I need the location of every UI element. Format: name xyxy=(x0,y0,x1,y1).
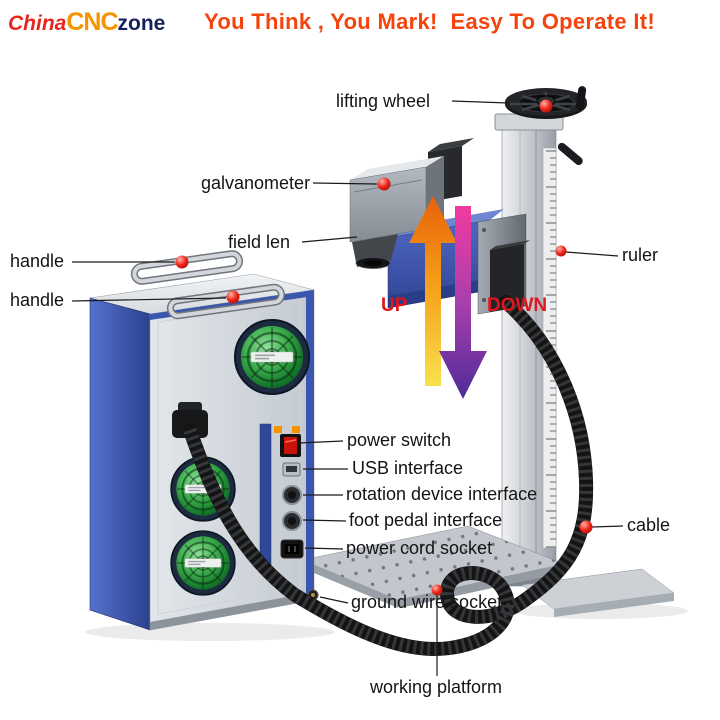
leader-ruler xyxy=(565,251,619,257)
label-handle-top: handle xyxy=(10,251,65,271)
dot-cable xyxy=(579,520,593,534)
foot-pedal-port xyxy=(282,511,302,531)
galvanometer-head xyxy=(349,138,474,243)
label-cable: cable xyxy=(627,515,671,535)
annotation-dots xyxy=(175,99,593,596)
leader-lines xyxy=(71,100,624,676)
warning-sticker xyxy=(274,426,282,433)
label-power-switch: power switch xyxy=(347,430,452,450)
leader-power-cord xyxy=(304,547,344,550)
column-bracket xyxy=(477,213,530,315)
dot-lifting-wheel xyxy=(539,99,553,113)
label-handle-bottom: handle xyxy=(10,290,65,310)
leader-field-len xyxy=(301,236,358,243)
leader-handle-bottom xyxy=(71,297,227,302)
brand-logo-cnc: CNC xyxy=(66,8,118,36)
power-cord-socket-port xyxy=(280,539,304,559)
machine-cable xyxy=(183,295,594,656)
dot-handle-bottom xyxy=(226,290,240,304)
down-arrow xyxy=(439,206,487,399)
field-lens xyxy=(352,234,398,269)
usb-interface-port xyxy=(282,462,301,477)
leader-galvanometer xyxy=(312,182,378,185)
handle-top-rear xyxy=(130,250,243,285)
dot-working-platform xyxy=(431,584,443,596)
handle-top-front xyxy=(166,283,285,320)
connector-panel xyxy=(259,423,304,571)
label-ground-wire-socket: ground wire socket xyxy=(351,592,503,612)
label-usb-interface: USB interface xyxy=(352,458,464,478)
label-rotation-device: rotation device interface xyxy=(346,484,538,504)
brand-logo-china: China xyxy=(8,12,67,35)
brand-logo: ChinaCNCzone xyxy=(8,8,165,37)
wheel-grip-handle xyxy=(575,86,587,110)
brand-logo-zone: zone xyxy=(117,12,166,35)
up-arrow xyxy=(409,196,457,386)
warning-sticker xyxy=(292,426,300,433)
leader-cable xyxy=(591,525,624,528)
cooling-fan-top xyxy=(233,318,311,396)
dot-galvanometer xyxy=(377,177,391,191)
leader-power-switch xyxy=(297,440,344,444)
label-working-platform: working platform xyxy=(370,677,503,697)
column-knob xyxy=(557,142,583,165)
cable-entry-block xyxy=(490,244,524,312)
cooling-fan-bottom xyxy=(170,530,236,596)
label-lifting-wheel: lifting wheel xyxy=(336,91,431,111)
label-power-cord-socket: power cord socket xyxy=(346,538,493,558)
rotation-device-port xyxy=(282,485,302,505)
dot-handle-top xyxy=(175,255,189,269)
control-box xyxy=(89,250,319,631)
leader-lifting-wheel xyxy=(451,100,509,104)
leader-ground-wire xyxy=(319,596,349,604)
label-galvanometer: galvanometer xyxy=(201,173,311,193)
power-switch xyxy=(280,434,301,457)
leader-foot-pedal xyxy=(302,519,347,522)
label-foot-pedal: foot pedal interface xyxy=(349,510,503,530)
label-field-len: field len xyxy=(228,232,291,252)
label-ruler: ruler xyxy=(622,245,659,265)
label-up: UP xyxy=(381,295,408,316)
dot-ruler xyxy=(555,245,567,257)
slogan-text: You Think , You Mark! Easy To Operate It… xyxy=(204,9,656,34)
label-down: DOWN xyxy=(487,295,548,316)
